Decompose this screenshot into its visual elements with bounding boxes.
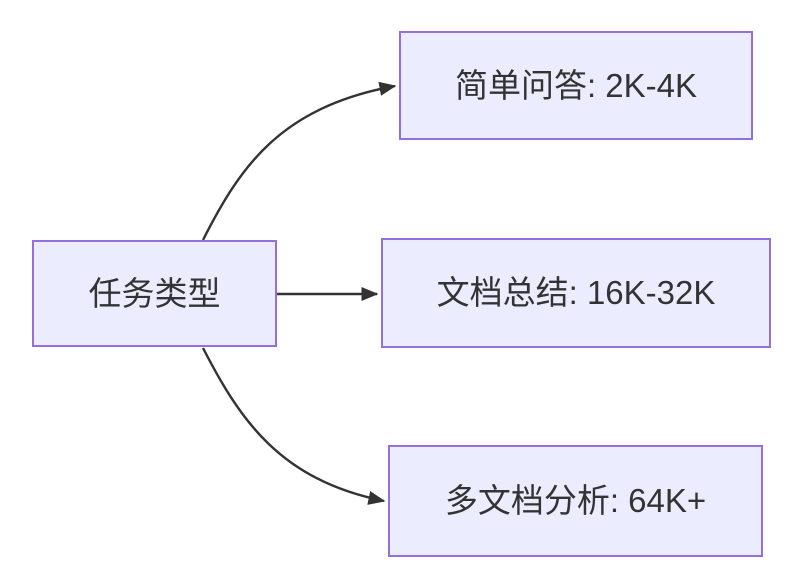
node-doc-summary: 文档总结: 16K-32K: [381, 238, 771, 348]
node-task-type-label: 任务类型: [88, 274, 221, 312]
node-task-type: 任务类型: [32, 240, 277, 347]
node-multi-doc-analysis-label: 多文档分析: 64K+: [444, 482, 707, 520]
node-doc-summary-label: 文档总结: 16K-32K: [436, 274, 716, 312]
node-multi-doc-analysis: 多文档分析: 64K+: [388, 445, 763, 557]
edge-task-type-to-simple-qa: [201, 81, 397, 241]
node-simple-qa-label: 简单问答: 2K-4K: [454, 66, 698, 104]
node-simple-qa: 简单问答: 2K-4K: [399, 31, 753, 140]
edge-task-type-to-multi-doc-analysis: [201, 347, 386, 505]
